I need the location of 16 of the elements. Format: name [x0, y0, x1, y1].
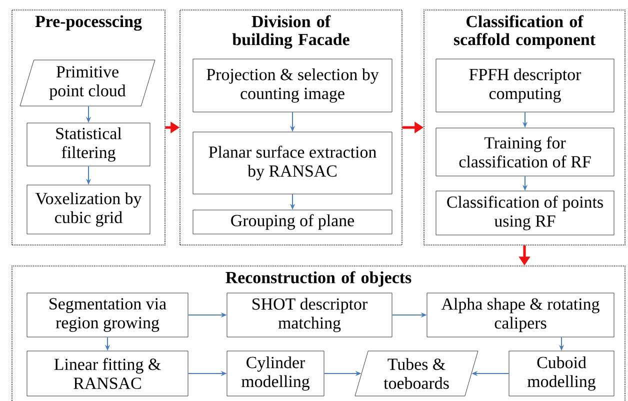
- process-box: Classification of points using RF: [436, 190, 614, 236]
- process-box: Voxelization by cubic grid: [26, 184, 150, 234]
- process-box: Planar surface extraction by RANSAC: [192, 132, 392, 194]
- process-box: Cuboid modelling: [508, 350, 614, 396]
- process-box: Statistical filtering: [26, 122, 150, 166]
- process-box: Projection & selection by counting image: [192, 58, 392, 112]
- process-box: Segmentation via region growing: [26, 292, 188, 338]
- process-box: Training for classification of RF: [436, 128, 614, 176]
- process-box: Cylinder modelling: [226, 350, 324, 396]
- process-box: Linear fitting & RANSAC: [26, 350, 188, 396]
- data-parallelogram: Tubes & toeboards: [354, 350, 478, 396]
- process-box: FPFH descriptor computing: [436, 58, 614, 112]
- process-box: Alpha shape & rotating calipers: [426, 292, 614, 338]
- process-box: Grouping of plane: [192, 210, 392, 234]
- data-parallelogram: Primitive point cloud: [20, 60, 156, 106]
- process-box: SHOT descriptor matching: [226, 292, 392, 338]
